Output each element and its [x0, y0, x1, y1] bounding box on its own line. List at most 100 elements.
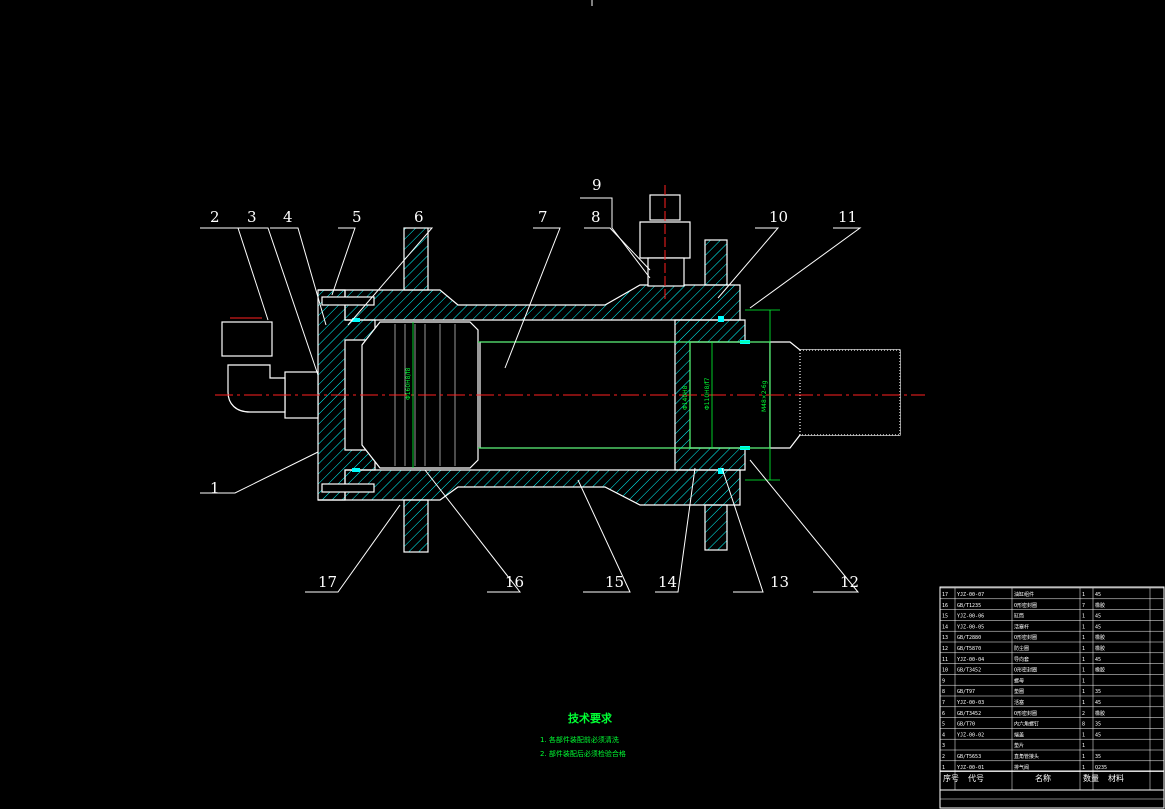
bom-cell-no: 6: [942, 711, 945, 717]
bom-row: 11 YJZ-00-04 导向套 1 45: [942, 656, 1101, 663]
callout-12: 12: [840, 573, 859, 591]
callout-3: 3: [247, 208, 257, 226]
callout-8: 8: [591, 208, 601, 226]
bom-cell-no: 11: [942, 657, 948, 663]
callout-10: 10: [769, 208, 788, 226]
bom-cell-no: 9: [942, 678, 945, 684]
bom-cell-qty: 1: [1082, 668, 1085, 674]
bom-cell-mat: 橡胶: [1095, 667, 1105, 674]
bom-cell-mat: 35: [1095, 722, 1101, 728]
cylinder-section: [221, 194, 901, 553]
notes-line-1: 1. 各部件装配前必须清洗: [540, 735, 619, 744]
bom-cell-mat: 45: [1095, 624, 1101, 630]
notes-title: 技术要求: [568, 711, 613, 725]
bom-cell-no: 3: [942, 743, 945, 749]
bom-cell-name: O形密封圈: [1014, 602, 1037, 609]
fitting-nut: [221, 321, 273, 357]
bom-cell-qty: 1: [1082, 646, 1085, 652]
bom-cell-qty: 1: [1082, 635, 1085, 641]
bom-cell-qty: 1: [1082, 732, 1085, 738]
bom-cell-no: 15: [942, 614, 948, 620]
callout-1: 1: [210, 479, 220, 497]
dim-label-3: Φ110H8/f7: [704, 377, 711, 410]
callout-9: 9: [592, 176, 602, 194]
dim-label-4: M48×2-6g: [761, 380, 768, 412]
bom-cell-qty: 1: [1082, 678, 1085, 684]
bom-cell-name: 螺母: [1014, 677, 1024, 684]
leader-lines: [200, 197, 862, 593]
bom-cell-code: YJZ-00-05: [957, 624, 984, 630]
callout-2: 2: [210, 208, 220, 226]
bom-cell-code: GB/T3452: [957, 668, 981, 674]
bom-cell-mat: 45: [1095, 657, 1101, 663]
bom-cell-code: GB/T3452: [957, 711, 981, 717]
bom-cell-qty: 1: [1082, 657, 1085, 663]
bom-cell-qty: 2: [1082, 711, 1085, 717]
bom-cell-no: 4: [942, 732, 945, 738]
mount-flange-bottom: [403, 499, 429, 553]
bom-cell-code: GB/T5653: [957, 754, 981, 760]
bom-cell-no: 12: [942, 646, 948, 652]
bom-cell-no: 8: [942, 689, 945, 695]
mount-flange-top-right: [704, 239, 728, 286]
bom-cell-name: O形密封圈: [1014, 710, 1037, 717]
bom-cell-mat: 35: [1095, 689, 1101, 695]
bom-cell-no: 2: [942, 754, 945, 760]
bom-cell-name: O形密封圈: [1014, 634, 1037, 641]
bom-cell-no: 13: [942, 635, 948, 641]
bom-cell-qty: 1: [1082, 765, 1085, 771]
bom-cell-no: 1: [942, 765, 945, 771]
bom-cell-mat: 35: [1095, 754, 1101, 760]
end-cap: [317, 289, 376, 501]
bom-cell-name: 缸筒: [1014, 613, 1024, 620]
bom-cell-code: YJZ-00-04: [957, 657, 984, 663]
bom-cell-code: YJZ-00-02: [957, 732, 984, 738]
bom-cell-no: 7: [942, 700, 945, 706]
bom-cell-code: YJZ-00-06: [957, 614, 984, 620]
callout-6: 6: [414, 208, 424, 226]
bom-header-code: 代号: [968, 773, 984, 783]
bom-header-mat: 材料: [1108, 773, 1124, 783]
bom-cell-code: GB/T1235: [957, 603, 981, 609]
dimension-lines: [412, 309, 780, 481]
rod-thread: [799, 349, 901, 436]
callout-5: 5: [352, 208, 362, 226]
bom-cell-code: YJZ-00-03: [957, 700, 984, 706]
bom-cell-code: GB/T97: [957, 689, 975, 695]
callout-13: 13: [770, 573, 789, 591]
bom-cell-code: GB/T5870: [957, 646, 981, 652]
bom-header-qty: 数量: [1083, 773, 1099, 783]
bom-cell-name: 活塞杆: [1014, 623, 1029, 630]
bom-cell-qty: 1: [1082, 592, 1085, 598]
bom-cell-no: 16: [942, 603, 948, 609]
bom-cell-qty: 1: [1082, 614, 1085, 620]
mount-flange-bottom-right: [704, 504, 728, 551]
bom-cell-mat: 橡胶: [1095, 710, 1105, 717]
bom-cell-qty: 1: [1082, 624, 1085, 630]
bom-cell-name: 导向套: [1014, 656, 1029, 663]
bom-cell-code: YJZ-00-01: [957, 765, 984, 771]
bom-cell-name: 油缸组件: [1014, 591, 1034, 598]
bom-row: 9 螺母 1: [942, 677, 1085, 684]
bom-cell-no: 5: [942, 722, 945, 728]
elbow-fitting: [227, 364, 286, 413]
bom-cell-name: O形密封圈: [1014, 667, 1037, 674]
bom-cell-no: 10: [942, 668, 948, 674]
callout-7: 7: [538, 208, 548, 226]
dim-label-2: Φ140H8: [682, 385, 689, 410]
bom-cell-mat: 45: [1095, 700, 1101, 706]
cylinder-wall-bottom: [318, 469, 741, 506]
mount-flange-top: [403, 227, 429, 291]
bom-header-name: 名称: [1035, 773, 1051, 783]
bom-cell-name: 垫片: [1014, 742, 1024, 749]
bom-row: 6 GB/T3452 O形密封圈 2 橡胶: [942, 710, 1105, 717]
